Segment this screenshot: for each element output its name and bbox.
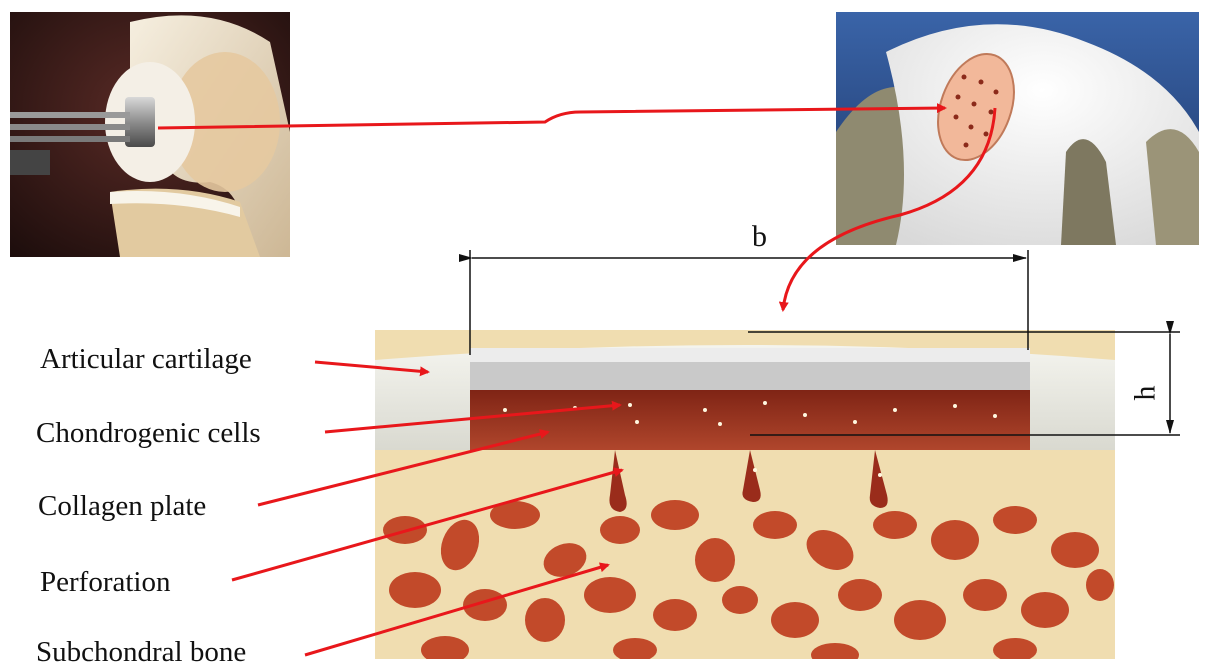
- chondrogenic-cells-arrow: [325, 405, 620, 432]
- dimension-b-lines: [470, 250, 1028, 355]
- dimension-h-lines: [748, 332, 1180, 435]
- perforation-arrow: [232, 470, 622, 580]
- label-perforation: Perforation: [40, 568, 170, 597]
- knee-to-condyle-arrow: [158, 108, 945, 128]
- label-subchondral-bone: Subchondral bone: [36, 638, 246, 667]
- condyle-to-section-arrow: [783, 108, 995, 310]
- label-collagen-plate: Collagen plate: [38, 492, 206, 521]
- articular-cartilage-arrow: [315, 362, 428, 372]
- label-articular-cartilage: Articular cartilage: [40, 345, 252, 374]
- label-chondrogenic-cells: Chondrogenic cells: [36, 419, 261, 448]
- subchondral-bone-arrow: [305, 565, 608, 655]
- dimension-h-label: h: [1131, 386, 1161, 401]
- collagen-plate-arrow: [258, 432, 548, 505]
- dimension-b-label: b: [752, 222, 767, 252]
